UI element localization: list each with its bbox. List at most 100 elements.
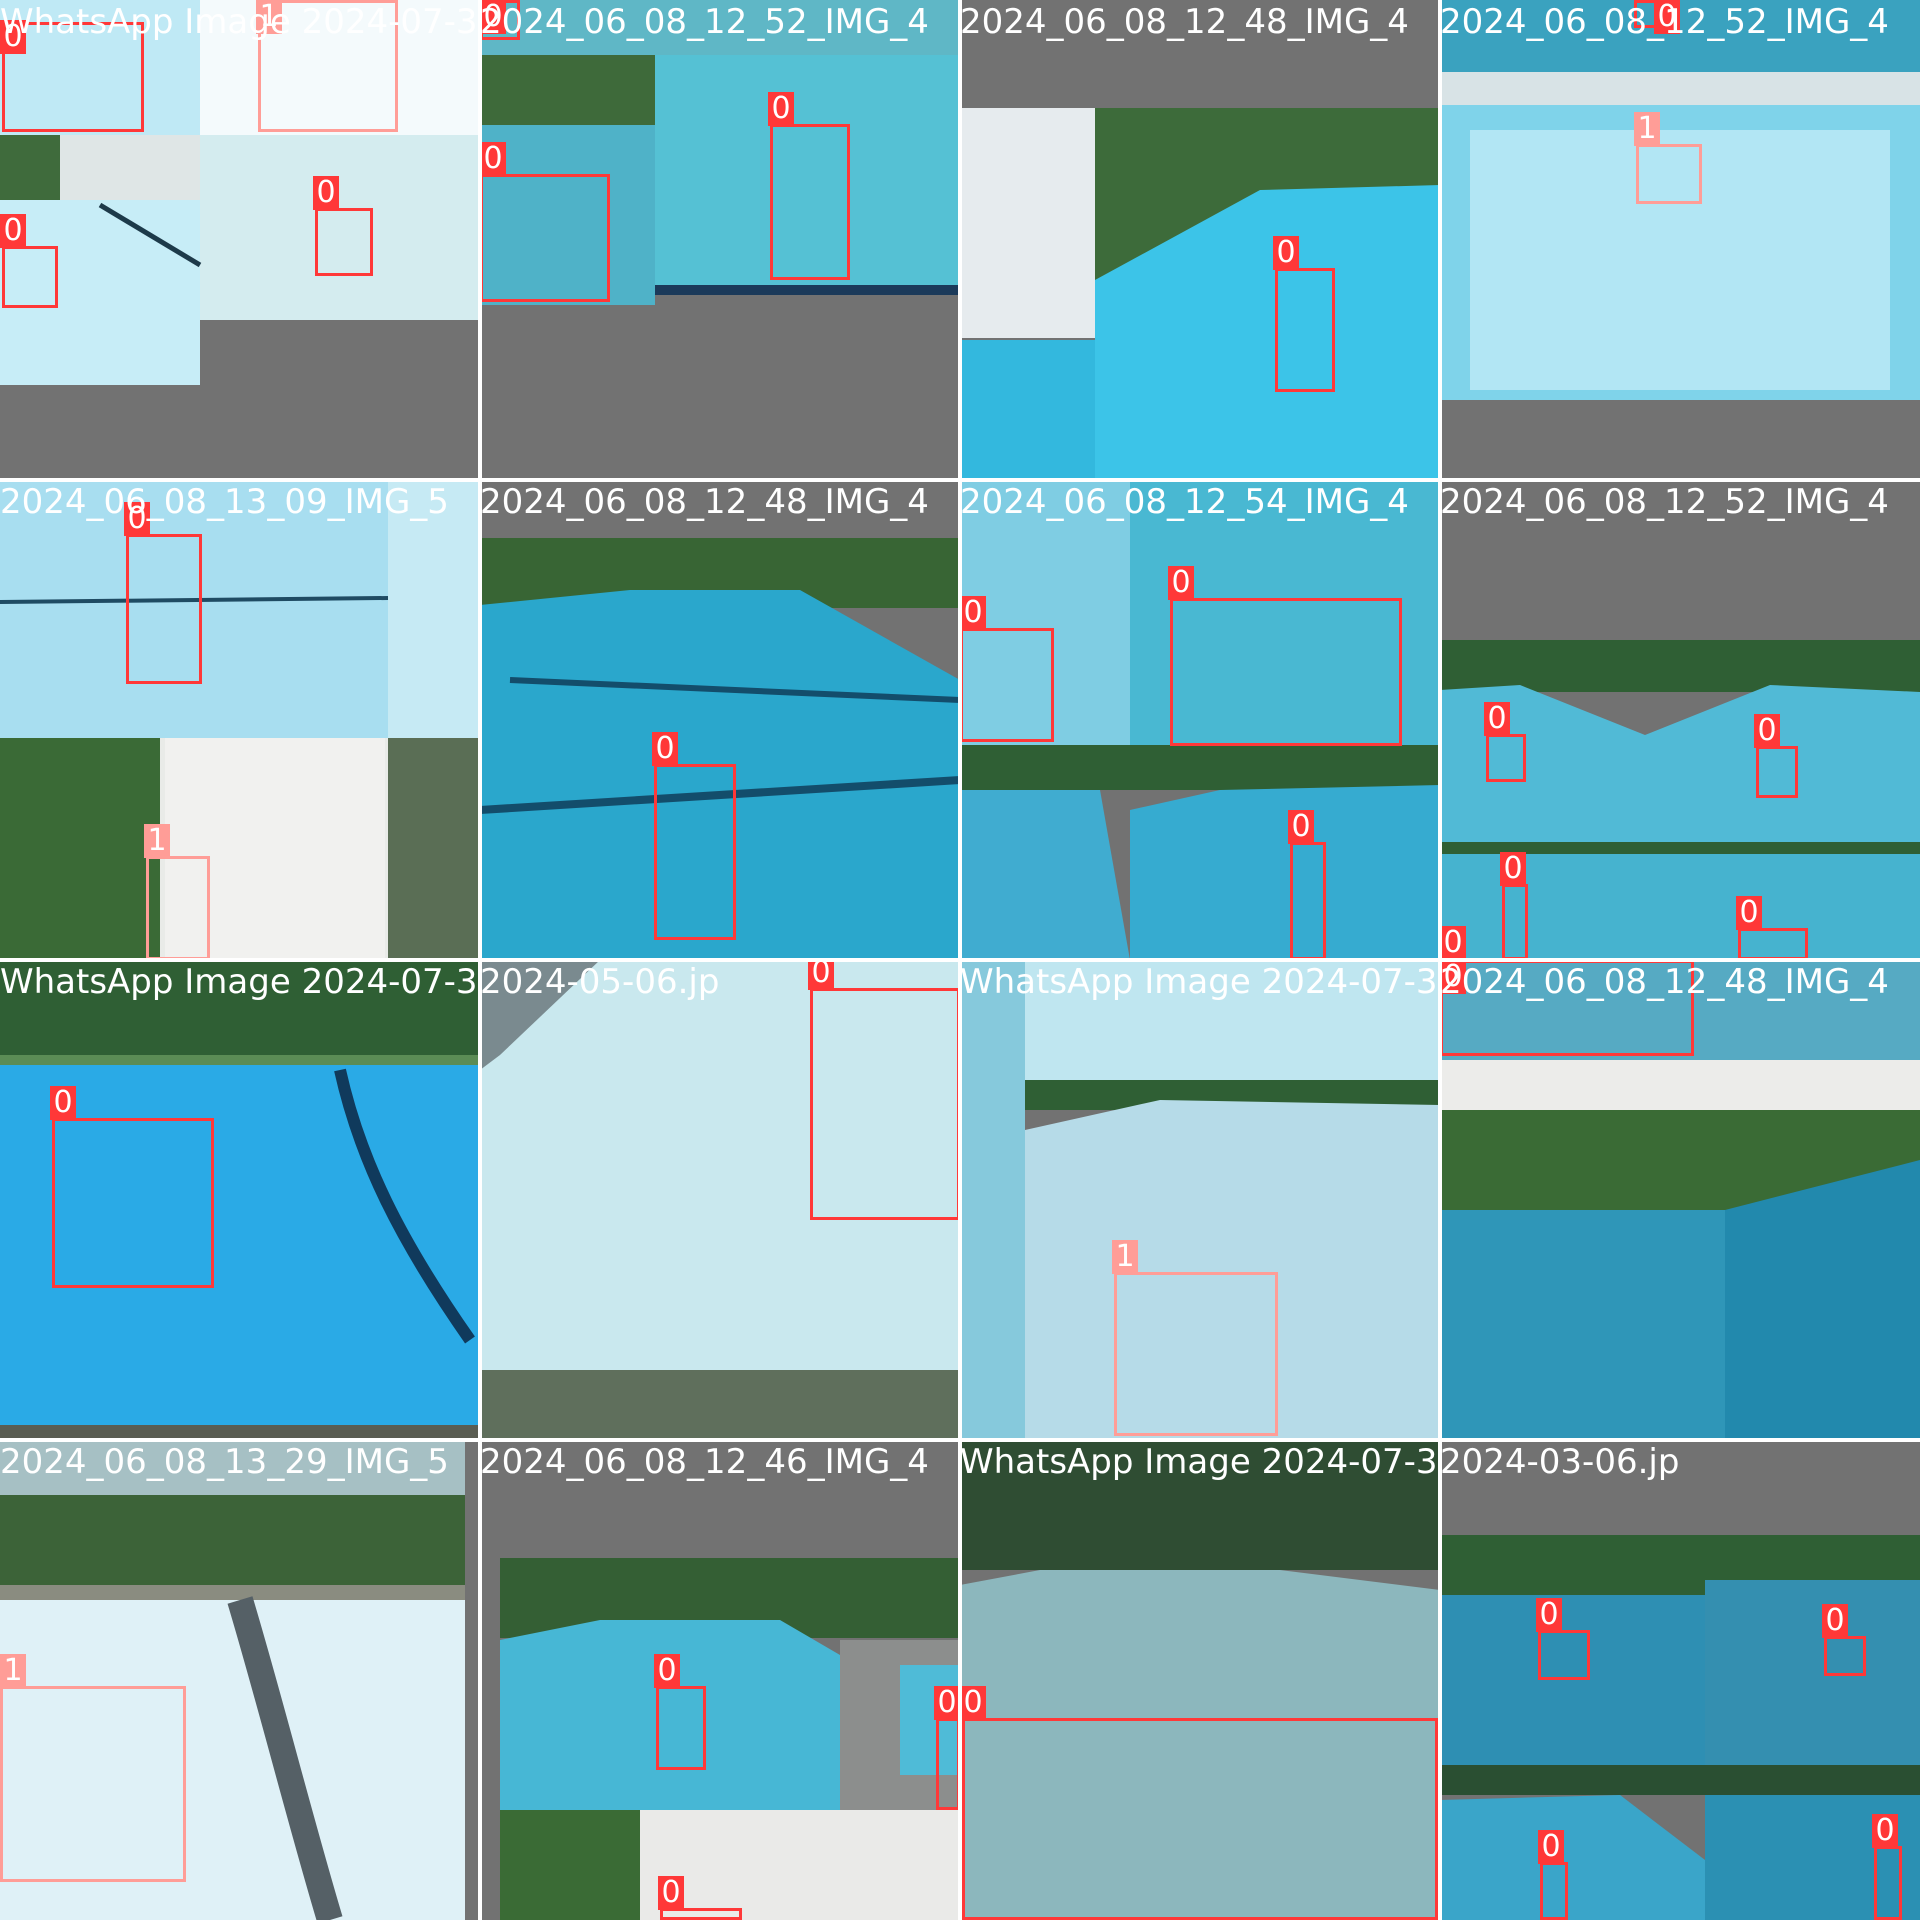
mosaic-tile: 1 2024_06_08_13_29_IMG_5: [0, 1440, 480, 1920]
class-label: 0: [0, 20, 26, 54]
class-label: 0: [1872, 1814, 1898, 1848]
class-label: 1: [1634, 112, 1660, 146]
class-label: 0: [313, 176, 339, 210]
class-label: 0: [808, 960, 834, 990]
class-label: 0: [480, 0, 506, 34]
class-label: 0: [124, 502, 150, 536]
class-label: 1: [256, 0, 282, 34]
tile-scene: [0, 960, 480, 1440]
mosaic-tile: 0 0 0 2024_06_08_12_52_IMG_4: [480, 0, 960, 480]
bounding-box: [1275, 268, 1335, 392]
bounding-box: [1756, 746, 1798, 798]
bounding-box: [146, 856, 210, 960]
bounding-box: [315, 208, 373, 276]
class-label: 1: [144, 824, 170, 858]
class-label: 0: [1538, 1830, 1564, 1864]
bounding-box: [654, 764, 736, 940]
class-label: 0: [934, 1686, 960, 1720]
bounding-box: [810, 988, 960, 1220]
mosaic-tile: 0 2024_06_08_12_48_IMG_4: [960, 0, 1440, 480]
class-label: 0: [1484, 702, 1510, 736]
tile-scene: [480, 480, 960, 960]
bounding-box: [656, 1686, 706, 1770]
grid-divider: [0, 478, 1920, 482]
class-label: 0: [1654, 0, 1680, 34]
bounding-box: [962, 1718, 1438, 1920]
tile-scene: [1440, 960, 1920, 1440]
bounding-box: [0, 1686, 186, 1882]
bounding-box: [2, 22, 144, 132]
bounding-box: [258, 0, 398, 132]
class-label: 0: [1440, 960, 1466, 994]
class-label: 0: [1168, 566, 1194, 600]
class-label: 0: [1736, 896, 1762, 930]
tile-scene: [0, 0, 480, 480]
bounding-box: [936, 1718, 960, 1810]
bounding-box: [1538, 1630, 1590, 1680]
class-label: 0: [654, 1654, 680, 1688]
class-label: 0: [1536, 1598, 1562, 1632]
mosaic-tile: 0 2024-05-06.jp: [480, 960, 960, 1440]
bounding-box: [1440, 960, 1694, 1056]
tile-scene: [480, 1440, 960, 1920]
mosaic-tile: 0 1 2024_06_08_12_52_IMG_4: [1440, 0, 1920, 480]
bounding-box: [1486, 734, 1526, 782]
bounding-box: [2, 246, 58, 308]
mosaic-tile: 0 1 2024_06_08_13_09_IMG_5: [0, 480, 480, 960]
class-label: 1: [0, 1654, 26, 1688]
bounding-box: [1290, 842, 1326, 960]
bounding-box: [1114, 1272, 1278, 1436]
mosaic-tile: 0 WhatsApp Image 2024-07-3: [960, 1440, 1440, 1920]
class-label: 0: [1273, 236, 1299, 270]
bounding-box: [960, 628, 1054, 742]
tile-scene: [960, 480, 1440, 960]
class-label: 0: [960, 596, 986, 630]
tile-scene: [960, 1440, 1440, 1920]
class-label: 0: [1500, 852, 1526, 886]
mosaic-tile: 0 WhatsApp Image 2024-07-3: [0, 960, 480, 1440]
bounding-box: [770, 124, 850, 280]
mosaic-tile: 0 2024_06_08_12_48_IMG_4: [480, 480, 960, 960]
bounding-box: [1502, 884, 1528, 960]
bounding-box: [1540, 1862, 1568, 1920]
class-label: 0: [658, 1876, 684, 1910]
class-label: 0: [1754, 714, 1780, 748]
bounding-box: [1824, 1636, 1866, 1676]
grid-divider: [0, 1438, 1920, 1442]
mosaic-tile: 0 1 0 0 WhatsApp Image 2024-07-3: [0, 0, 480, 480]
mosaic-tile: 0 0 0 0 2024-03-06.jp: [1440, 1440, 1920, 1920]
bounding-box: [126, 534, 202, 684]
class-label: 0: [480, 142, 506, 176]
mosaic-tile: 0 0 0 2024_06_08_12_46_IMG_4: [480, 1440, 960, 1920]
class-label: 0: [1288, 810, 1314, 844]
tile-scene: [1440, 0, 1920, 480]
mosaic-tile: 0 0 0 2024_06_08_12_54_IMG_4: [960, 480, 1440, 960]
grid-divider: [0, 958, 1920, 962]
tile-scene: [1440, 1440, 1920, 1920]
class-label: 0: [1822, 1604, 1848, 1638]
class-label: 0: [0, 214, 26, 248]
tile-scene: [0, 480, 480, 960]
bounding-box: [1874, 1846, 1902, 1920]
class-label: 0: [768, 92, 794, 126]
bounding-box: [1738, 928, 1808, 960]
tile-scene: [960, 0, 1440, 480]
class-label: 0: [1440, 926, 1466, 960]
tile-scene: [1440, 480, 1920, 960]
tile-scene: [480, 960, 960, 1440]
bounding-box: [480, 174, 610, 302]
bounding-box: [1170, 598, 1402, 746]
class-label: 0: [50, 1086, 76, 1120]
tile-scene: [960, 960, 1440, 1440]
mosaic-tile: 1 WhatsApp Image 2024-07-3: [960, 960, 1440, 1440]
bounding-box: [52, 1118, 214, 1288]
class-label: 1: [1112, 1240, 1138, 1274]
mosaic-tile: 0 2024_06_08_12_48_IMG_4: [1440, 960, 1920, 1440]
class-label: 0: [960, 1686, 986, 1720]
mosaic-tile: 0 0 0 0 0 2024_06_08_12_52_IMG_4: [1440, 480, 1920, 960]
bounding-box: [1636, 144, 1702, 204]
tile-scene: [480, 0, 960, 480]
tile-scene: [0, 1440, 480, 1920]
class-label: 0: [652, 732, 678, 766]
